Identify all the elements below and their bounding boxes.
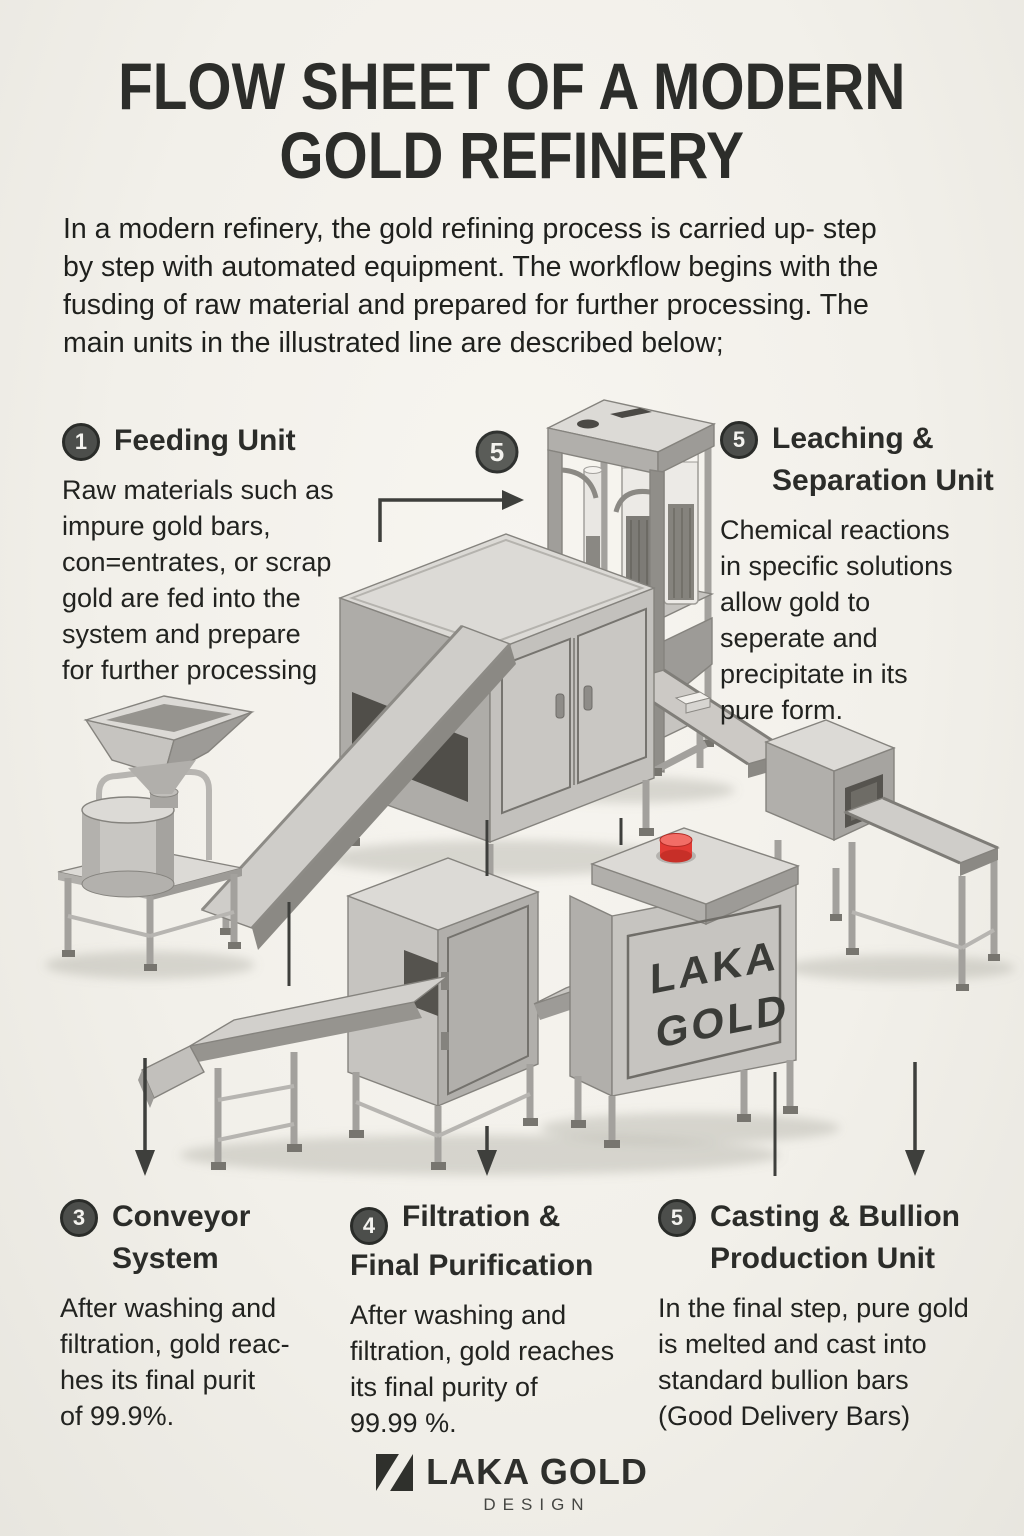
step-badge-feeding: 1 [62,423,100,461]
step-badge-5-diagram: 5 [475,430,519,474]
section-feeding-unit: 1 Feeding Unit Raw materials such as imp… [62,420,362,688]
page-title: FLOW SHEET OF A MODERN GOLD REFINERY [0,49,1024,193]
filtration-cabinet-illustration [346,857,540,1170]
section-title-conveyor: Conveyor System [112,1200,251,1275]
svg-text:5: 5 [490,437,504,467]
flow-arrow-to-leaching [378,498,502,542]
bottom-conveyor-illustration [211,1052,302,1170]
section-title-leaching: Leaching & Separation Unit [772,422,994,497]
refinery-flow-illustration: .f1{fill:#dcdad6}.f2{fill:#c6c4c0}.f3{fi… [45,399,1015,1176]
section-title-feeding: Feeding Unit [114,424,296,457]
brand-name: LAKA GOLD [426,1451,648,1492]
flow-arrow-to-filtration-section [477,1126,497,1176]
section-title-casting: Casting & Bullion Production Unit [710,1200,960,1275]
output-conveyor-illustration [843,796,1000,991]
laka-gold-machine-illustration: LAKA GOLD [569,827,801,1148]
step-badge-filtration: 4 [350,1207,388,1245]
footer: LAKA GOLD DESIGN [0,1452,1024,1515]
flow-connectors: 5 [135,430,925,1176]
discharge-conveyor-illustration [620,668,792,778]
section-conveyor-system: 3 Conveyor System After washing and filt… [60,1196,350,1434]
flow-arrow-to-conveyor-section [135,1058,155,1176]
section-body-filtration: After washing and filtration, gold reach… [350,1300,615,1438]
incline-conveyor-illustration [200,624,516,950]
step-badge-conveyor: 3 [60,1199,98,1237]
section-body-feeding: Raw materials such as impure gold bars, … [62,475,334,685]
intro-paragraph: In a modern refinery, the gold refining … [63,213,879,359]
casting-tunnel-illustration [764,719,896,921]
section-body-leaching: Chemical reactions in specific solutions… [720,515,953,725]
flow-arrow-to-casting-section [905,1062,925,1176]
section-title-filtration: Filtration & Final Purification [350,1200,594,1282]
brand-subtitle: DESIGN [483,1495,591,1514]
brand-logo-icon [376,1454,414,1491]
step-badge-leaching: 5 [720,421,758,459]
gold-bar-on-belt [674,691,712,714]
section-body-conveyor: After washing and filtration, gold reac-… [60,1293,290,1431]
feeding-unit-illustration [57,695,255,971]
step-badge-casting: 5 [658,1199,696,1237]
red-button [656,833,696,864]
section-body-casting: In the final step, pure gold is melted a… [658,1293,969,1431]
section-casting-unit: 5 Casting & Bullion Production Unit In t… [658,1196,998,1434]
page-title-text: FLOW SHEET OF A MODERN GOLD REFINERY [118,49,906,193]
section-leaching-unit: 5 Leaching & Separation Unit Chemical re… [720,418,1020,728]
